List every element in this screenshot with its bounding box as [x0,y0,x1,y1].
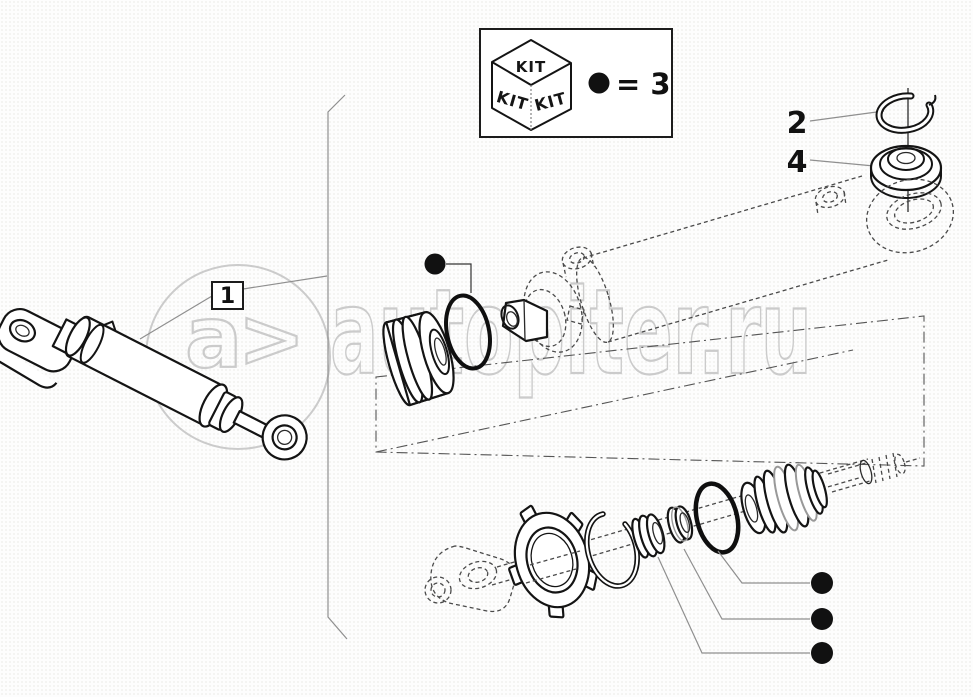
bellows-boot [740,463,828,535]
cylinder-eyelet-ghost [865,178,955,254]
kit-marker-dot [588,72,610,94]
rod-gland-end [198,383,244,434]
item-1-leader-line [242,275,328,290]
kit-marker-dot [811,642,833,664]
kit-marker-oring [424,253,472,293]
watermark-logo-arrow-icon: > [238,292,305,385]
kit-legend-box: KIT KIT KIT = 3 [479,28,673,138]
item-1-cylinder-assembly: 1 [0,275,328,461]
item-4-cap-seal [869,144,943,199]
hex-nut [500,298,549,343]
section-break-line [327,94,348,640]
threaded-rod-end-ghost [827,452,921,493]
gland-bushing [382,311,455,407]
cylinder-left-boss-ghost [561,246,595,278]
item-2-snap-ring [875,92,937,134]
tab-lock-washer [494,493,606,628]
item-1-callout-box [211,281,244,310]
barrel-port-bump [103,320,117,332]
seal-bushing [631,513,666,559]
kit-marker-dot [424,253,446,275]
item-1-callout-group: 1 [139,275,328,340]
kit-marker-callouts [657,548,833,664]
kit-boundary-region [375,315,925,467]
kit-marker-dot [811,572,833,594]
item-1-leader-line [139,295,213,340]
thrust-washer [666,505,694,544]
kit-marker-equation: = 3 [616,67,671,101]
rod-o-ring [693,481,741,555]
item-2-and-4-group: 2 4 [787,88,943,212]
cylinder-port-boss-ghost [814,185,847,216]
item-4-leader-line [809,159,875,167]
kit-cube-top-label: KIT [516,58,546,76]
clevis-mount [0,308,77,389]
rod-assembly [424,452,921,664]
rod-snap-ring [584,511,640,589]
item-2-leader-line [809,110,885,122]
rod-end-eye [261,414,308,461]
ball-socket-ghost [424,545,517,613]
o-ring-gland [444,293,492,371]
item-4-callout: 4 [787,145,808,180]
item-1-callout: 1 [220,284,235,309]
item-2-callout: 2 [787,106,808,141]
kit-marker-dot [811,608,833,630]
